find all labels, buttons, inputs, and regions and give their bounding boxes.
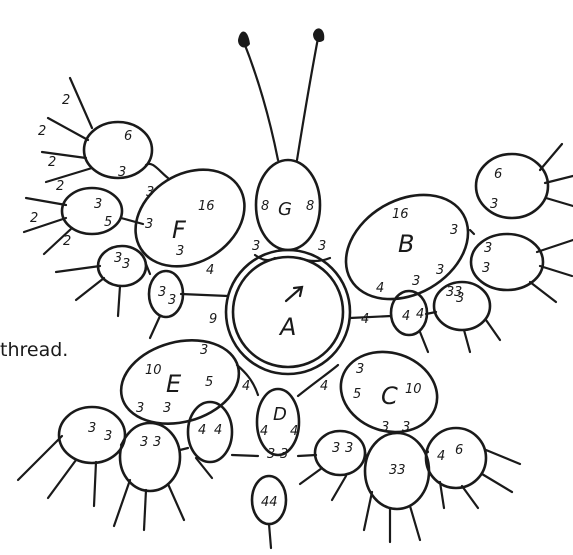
ring-f-inner-2: 3 bbox=[145, 217, 153, 232]
picot-count: 6 bbox=[124, 129, 132, 144]
picot-count: 3 bbox=[158, 285, 166, 300]
join-count: 9 bbox=[209, 312, 217, 327]
ring-f-label: F bbox=[172, 216, 187, 244]
chain bbox=[298, 365, 338, 396]
ring-b-label: B bbox=[398, 230, 414, 258]
ring-a-outer bbox=[226, 250, 350, 374]
ring-b-count: 16 bbox=[392, 207, 409, 222]
chain bbox=[121, 218, 143, 224]
picot-count: 3 bbox=[153, 435, 161, 450]
ring-b-inner-1: 3 bbox=[450, 223, 458, 238]
right-antenna bbox=[297, 38, 318, 160]
ring-a-label: A bbox=[278, 313, 296, 341]
small-ring bbox=[188, 402, 232, 462]
chain bbox=[427, 450, 428, 452]
ring-b-inner-3: 3 bbox=[412, 274, 420, 289]
picot-count: 3 bbox=[140, 435, 148, 450]
ring-c-label: C bbox=[381, 382, 398, 410]
picot-count: 2 bbox=[38, 124, 46, 139]
right-antenna-tip bbox=[313, 28, 324, 42]
picot-count: 33 bbox=[389, 463, 406, 478]
small-ring bbox=[426, 428, 486, 488]
picot-count: 3 bbox=[88, 421, 96, 436]
ring-e-inner-2: 5 bbox=[205, 375, 213, 390]
left-antenna bbox=[243, 40, 278, 160]
ring-f-count: 16 bbox=[198, 199, 215, 214]
picot-count: 3 bbox=[482, 261, 490, 276]
picot-count: 6 bbox=[494, 167, 502, 182]
small-ring bbox=[476, 154, 548, 218]
ring-a-inner bbox=[233, 257, 343, 367]
chain bbox=[350, 316, 391, 318]
ring-e-label: E bbox=[166, 370, 182, 398]
picot-count: 3 bbox=[484, 241, 492, 256]
picot-count: 3 bbox=[332, 441, 340, 456]
direction-arrow bbox=[286, 287, 302, 301]
small-ring bbox=[62, 188, 122, 234]
picot-count: 2 bbox=[48, 155, 56, 170]
picot-count: 4 bbox=[437, 449, 445, 464]
join-count: 4 bbox=[242, 379, 250, 394]
ring-f-inner-3: 3 bbox=[176, 244, 184, 259]
ring-c-inner-1: 3 bbox=[356, 362, 364, 377]
ring-e-inner-1: 3 bbox=[200, 343, 208, 358]
join-count: 4 bbox=[320, 379, 328, 394]
chain bbox=[298, 455, 316, 456]
chain bbox=[232, 455, 258, 456]
picot-count: 3 bbox=[118, 165, 126, 180]
ring-d-tail-count: 44 bbox=[261, 495, 278, 510]
picot-count: 2 bbox=[30, 211, 38, 226]
ring-c-inner-3: 3 bbox=[381, 420, 389, 435]
picot-count: 4 bbox=[416, 307, 424, 322]
ring-d-inner-1: 4 bbox=[260, 424, 268, 439]
ring-e-inner-3: 3 bbox=[136, 401, 144, 416]
ring-f-inner-1: 3 bbox=[146, 185, 154, 200]
picot-count: 4 bbox=[214, 423, 222, 438]
picot-count: 3 bbox=[122, 257, 130, 272]
ring-d-inner-2: 4 bbox=[290, 424, 298, 439]
ring-e-inner-4: 3 bbox=[163, 401, 171, 416]
picot-count: 2 bbox=[56, 179, 64, 194]
left-antenna-tip bbox=[238, 31, 250, 47]
picot-count: 3 bbox=[446, 285, 454, 300]
chain bbox=[181, 294, 228, 296]
picot-count: 3 bbox=[345, 441, 353, 456]
ring-g-count-right: 8 bbox=[306, 199, 314, 214]
ring-f-inner-4: 4 bbox=[206, 263, 214, 278]
picot-count: 3 bbox=[456, 291, 464, 306]
join-count: 4 bbox=[361, 312, 369, 327]
caption: thread. bbox=[0, 339, 68, 361]
picot-count: 6 bbox=[455, 443, 463, 458]
ring-b-inner-4: 4 bbox=[376, 281, 384, 296]
ring-d-inner-4: 3 bbox=[280, 447, 288, 462]
join-count: 3 bbox=[252, 239, 260, 254]
chain bbox=[146, 164, 168, 178]
picot-count: 2 bbox=[62, 93, 70, 108]
ring-g-label: G bbox=[278, 199, 292, 220]
picot-count: 3 bbox=[168, 293, 176, 308]
picot-count: 2 bbox=[63, 234, 71, 249]
ring-d-label: D bbox=[273, 404, 287, 425]
ring-d-inner-3: 3 bbox=[267, 447, 275, 462]
ring-e-count: 10 bbox=[145, 363, 162, 378]
ring-g-count-left: 8 bbox=[261, 199, 269, 214]
chain bbox=[180, 448, 188, 450]
picot-count: 4 bbox=[402, 309, 410, 324]
picot-count: 3 bbox=[104, 429, 112, 444]
join-count: 3 bbox=[318, 239, 326, 254]
tail-line bbox=[269, 524, 271, 548]
ring-c-count: 10 bbox=[405, 382, 422, 397]
picot-count: 5 bbox=[104, 215, 112, 230]
chain bbox=[300, 258, 330, 261]
picot-count: 3 bbox=[94, 197, 102, 212]
ring-c-inner-2: 5 bbox=[353, 387, 361, 402]
ring-b-inner-2: 3 bbox=[436, 263, 444, 278]
picot-count: 3 bbox=[490, 197, 498, 212]
chain bbox=[365, 452, 366, 456]
chain bbox=[470, 230, 474, 234]
picot-count: 4 bbox=[198, 423, 206, 438]
